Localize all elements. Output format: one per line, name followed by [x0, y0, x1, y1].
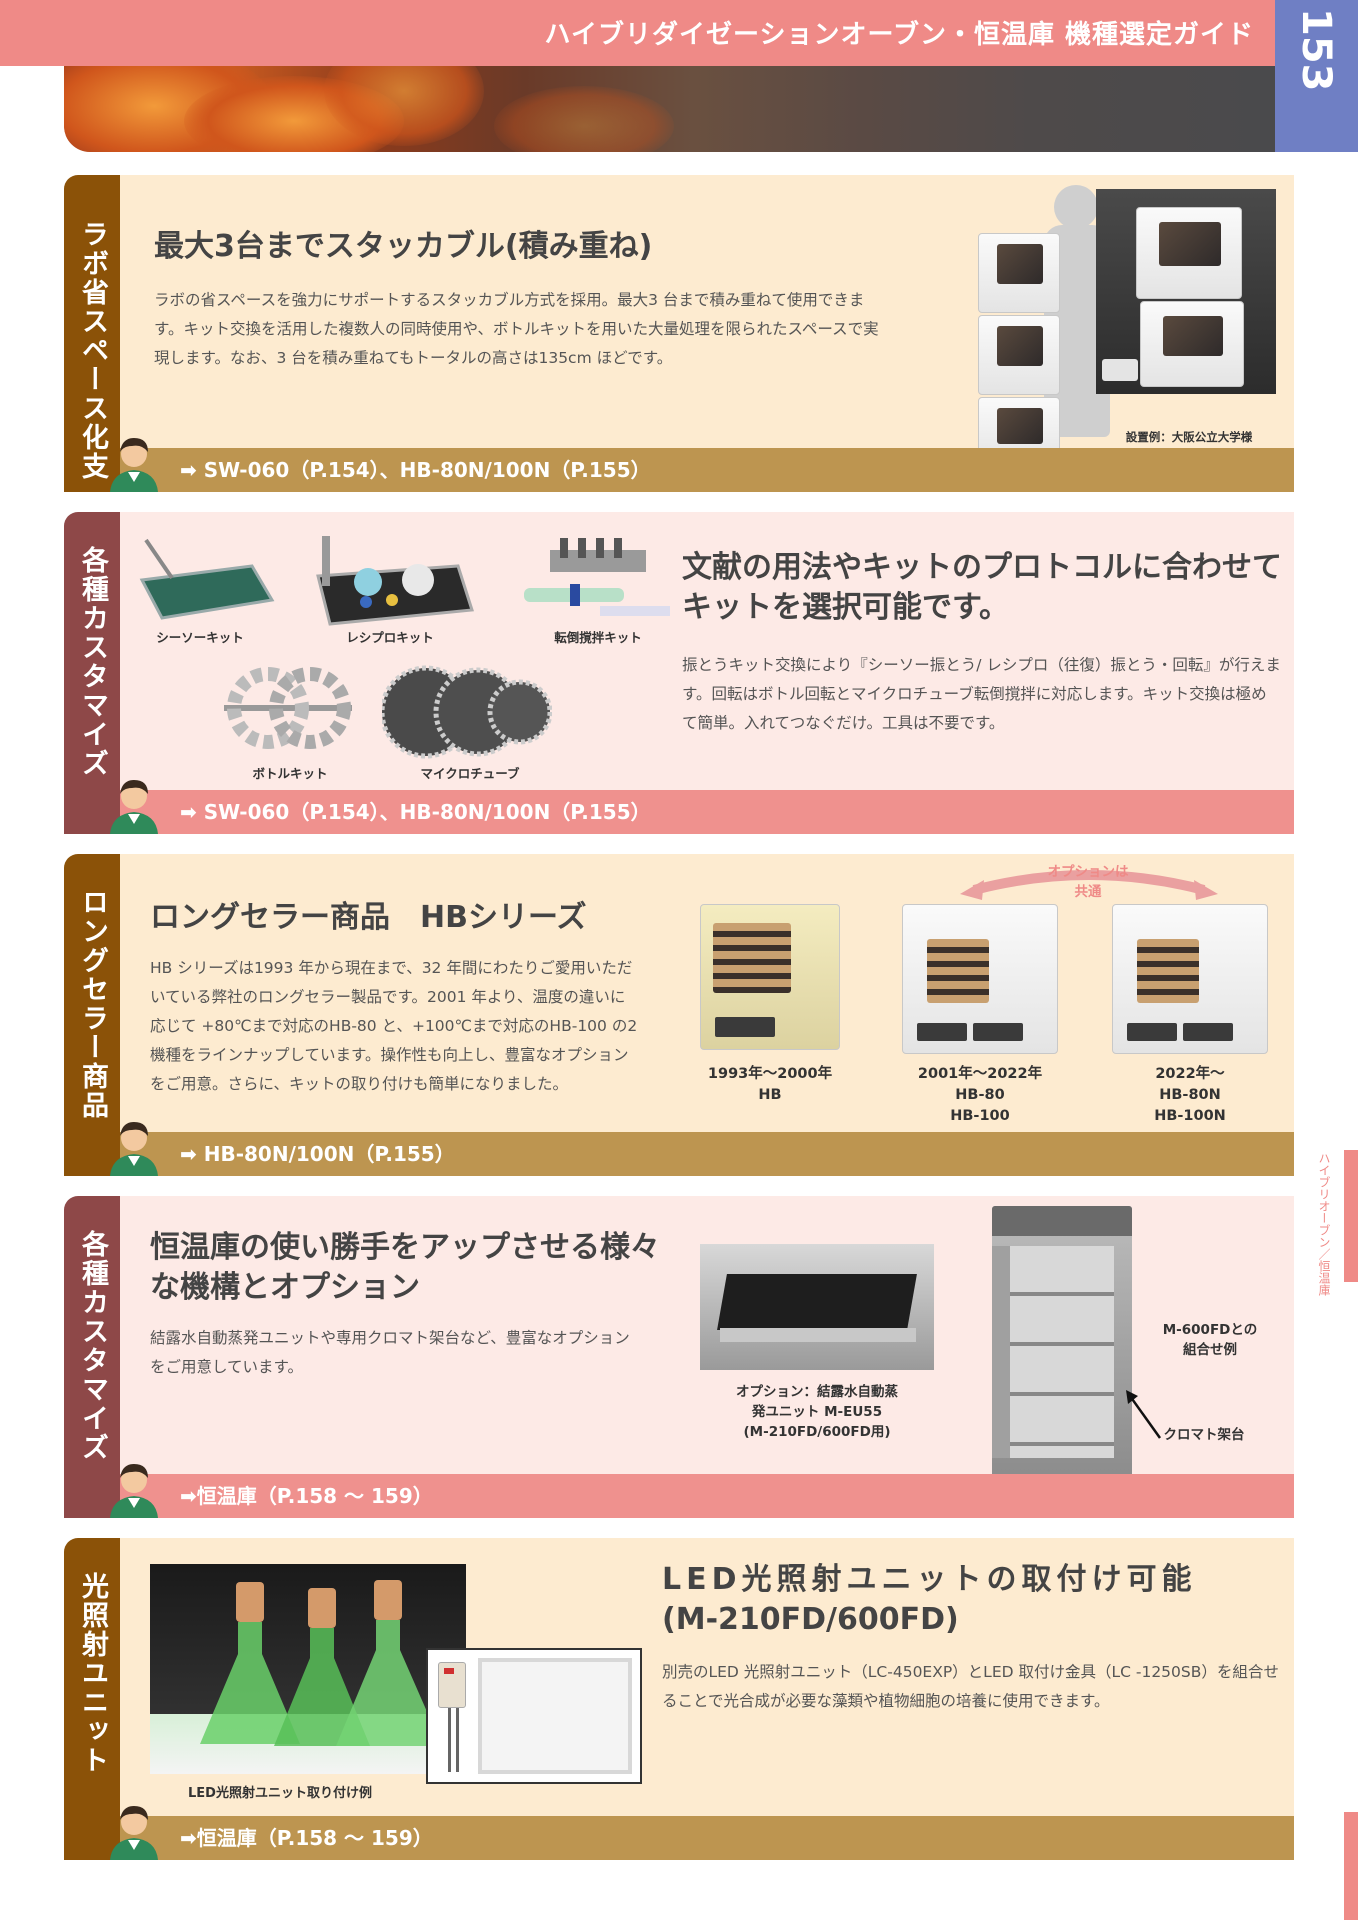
- kit-label: レシプロキット: [346, 630, 434, 645]
- section-heading-line2: キットを選択可能です。: [682, 590, 1009, 625]
- section-tab: 各種カスタマイズ: [64, 1196, 120, 1518]
- option-common-arrow: [960, 870, 1218, 900]
- model-years: 2001年～2022年: [917, 1066, 1043, 1082]
- led-photo-caption: LED光照射ユニット取り付け例: [188, 1786, 372, 1801]
- page-number-block: [1275, 0, 1358, 152]
- person-icon: [110, 780, 158, 834]
- section-body: シーソーキット レシプロキット 転倒撹拌キット ボトルキット: [120, 512, 1294, 790]
- page-title: ハイブリダイゼーションオーブン・恒温庫 機種選定ガイド: [544, 20, 1254, 50]
- section-tab: 各種カスタマイズ: [64, 512, 120, 834]
- oven-hb-80n-100n: [1112, 904, 1268, 1054]
- section-body: ロングセラー商品 HBシリーズ HB シリーズは1993 年から現在まで、32 …: [120, 854, 1294, 1132]
- model-names: HB-80 HB-100: [950, 1087, 1010, 1124]
- section-tab: ロングセラー商品: [64, 854, 120, 1176]
- option-note-line2: 共通: [1074, 884, 1102, 900]
- section-longseller: ロングセラー商品 ロングセラー商品 HBシリーズ HB シリーズは1993 年か…: [64, 854, 1294, 1176]
- person-icon: [110, 1806, 158, 1860]
- side-index-label: ハイブリオーブン／恒温庫: [1317, 1152, 1331, 1296]
- section-tab-label: 各種カスタマイズ: [77, 546, 108, 778]
- bottle-kit-image: [224, 667, 352, 749]
- stacked-oven-top: [978, 233, 1060, 313]
- option-note-line1: オプションは: [1047, 864, 1129, 880]
- section-tab: 光照射ユニット: [64, 1538, 120, 1860]
- microtube-kit-image: [382, 665, 552, 759]
- section-kits: 各種カスタマイズ シーソーキット レシプロキット 転倒撹拌キット: [64, 512, 1294, 834]
- header-band: [0, 0, 1275, 66]
- section-footer-link[interactable]: ➡ HB-80N/100N（P.155）: [120, 1132, 1294, 1176]
- installation-caption: 設置例：大阪公立大学様: [1125, 430, 1253, 444]
- section-heading: 最大3台までスタッカブル(積み重ね): [154, 229, 653, 264]
- section-body: 恒温庫の使い勝手をアップさせる様々 な機構とオプション 結露水自動蒸発ユニットや…: [120, 1196, 1294, 1478]
- section-text: HB シリーズは1993 年から現在まで、32 年間にわたりご愛用いただいている…: [150, 959, 638, 1093]
- section-heading-line1: 恒温庫の使い勝手をアップさせる様々: [150, 1230, 660, 1265]
- inversion-kit-image: [524, 538, 670, 616]
- led-flask-photo: [150, 1564, 466, 1774]
- section-text: 結露水自動蒸発ユニットや専用クロマト架台など、豊富なオプションをご用意しています…: [150, 1329, 630, 1376]
- person-icon: [110, 1464, 158, 1518]
- side-index-tab: [1344, 1150, 1358, 1282]
- model-names: HB-80N HB-100N: [1154, 1087, 1226, 1124]
- evaporation-unit-photo: [700, 1244, 934, 1370]
- person-icon: [110, 438, 158, 492]
- section-body: 最大3台までスタッカブル(積み重ね) ラボの省スペースを強力にサポートするスタッ…: [120, 175, 1294, 467]
- section-text: ラボの省スペースを強力にサポートするスタッカブル方式を採用。最大3 台まで積み重…: [154, 291, 879, 367]
- kit-label: ボトルキット: [252, 766, 328, 781]
- kit-label: 転倒撹拌キット: [554, 630, 642, 645]
- section-heading: ロングセラー商品 HBシリーズ: [150, 900, 587, 935]
- section-text: 別売のLED 光照射ユニット（LC-450EXP）とLED 取付け金具（LC -…: [662, 1663, 1279, 1710]
- option-caption: オプション：結露水自動蒸 発ユニット M-EU55 (M-210FD/600FD…: [736, 1384, 898, 1440]
- section-incubator-options: 各種カスタマイズ 恒温庫の使い勝手をアップさせる様々 な機構とオプション 結露水…: [64, 1196, 1294, 1518]
- model-names: HB: [758, 1087, 782, 1103]
- page-number: 153: [1293, 8, 1339, 92]
- header-flower-photo: [64, 66, 1275, 152]
- section-tab-label: ロングセラー商品: [77, 888, 108, 1120]
- section-body: LED光照射ユニット取り付け例 LED光照射ユニットの取付け可能 (M-210F…: [120, 1538, 1294, 1816]
- section-tab-label: 各種カスタマイズ: [77, 1230, 108, 1462]
- model-years: 1993年～2000年: [707, 1066, 833, 1082]
- side-index-tab-bottom: [1344, 1812, 1358, 1920]
- seesaw-kit-image: [139, 538, 275, 620]
- section-tab-label: 光照射ユニット: [77, 1572, 108, 1775]
- section-footer-link[interactable]: ➡ SW-060（P.154）、HB-80N/100N（P.155）: [120, 790, 1294, 834]
- section-heading-line1: 文献の用法やキットのプロトコルに合わせて: [682, 550, 1282, 585]
- model-years: 2022年～: [1155, 1066, 1225, 1082]
- section-stackable: ラボ省スペース化支援 最大3台までスタッカブル(積み重ね) ラボの省スペースを強…: [21, 175, 1294, 492]
- kit-label: シーソーキット: [156, 630, 244, 645]
- kit-label: マイクロチューブ: [420, 766, 520, 781]
- stacked-oven-middle: [978, 315, 1060, 395]
- section-led-unit: 光照射ユニット: [64, 1538, 1294, 1860]
- oven-hb-1993: [700, 904, 840, 1050]
- section-heading-line1: LED光照射ユニットの取付け可能: [662, 1562, 1197, 1597]
- person-silhouette-head: [1054, 185, 1098, 229]
- rack-caption: クロマト架台: [1163, 1427, 1245, 1443]
- oven-hb-80-100: [902, 904, 1058, 1054]
- arrow-icon: [1126, 1390, 1162, 1439]
- section-footer-link[interactable]: ➡ SW-060（P.154）、HB-80N/100N（P.155）: [120, 448, 1294, 492]
- section-footer-link[interactable]: ➡恒温庫（P.158 ～ 159）: [120, 1474, 1294, 1518]
- person-icon: [110, 1122, 158, 1176]
- section-heading-line2: (M-210FD/600FD): [662, 1602, 959, 1637]
- reciprocal-kit-image: [316, 536, 474, 626]
- led-unit-photo: [426, 1648, 642, 1784]
- section-heading-line2: な機構とオプション: [150, 1270, 420, 1305]
- section-footer-link[interactable]: ➡恒温庫（P.158 ～ 159）: [120, 1816, 1294, 1860]
- section-text: 振とうキット交換により『シーソー振とう/ レシプロ（往復）振とう・回転』が行えま…: [682, 656, 1281, 732]
- combo-caption: M-600FDとの 組合せ例: [1162, 1322, 1258, 1358]
- section-tab-label: ラボ省スペース化支援: [21, 220, 108, 481]
- incubator-combo-photo: [992, 1206, 1132, 1478]
- installation-photo: [1096, 189, 1276, 394]
- section-tab: ラボ省スペース化支援: [21, 175, 120, 492]
